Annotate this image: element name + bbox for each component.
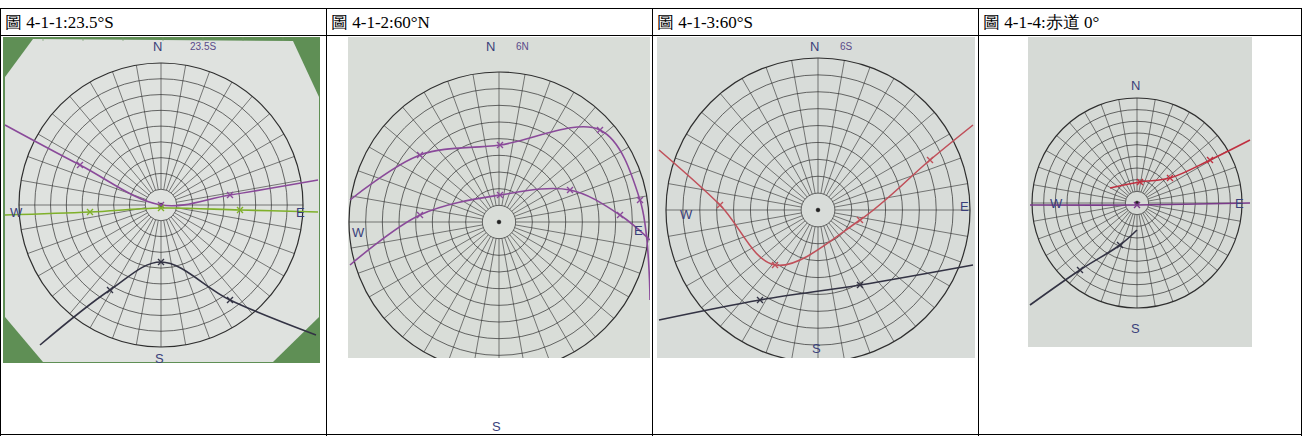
compass-letter: S: [812, 342, 821, 356]
compass-letter: S: [492, 420, 501, 434]
table-grid: [0, 8, 1302, 436]
figure-caption: 圖 4-1-1:23.5°S: [5, 11, 114, 34]
table-header-cell: 圖 4-1-1:23.5°S: [0, 8, 327, 36]
compass-letter: N: [810, 40, 819, 54]
figure-caption: 圖 4-1-2:60°N: [331, 11, 430, 34]
compass-letter: E: [296, 206, 305, 220]
compass-letter: W: [1050, 197, 1062, 211]
polar-chart-photo: [3, 37, 323, 363]
table-header-cell: 圖 4-1-3:60°S: [652, 8, 979, 36]
compass-letter: E: [960, 200, 969, 214]
compass-letter: N: [1131, 79, 1140, 93]
compass-letter: S: [1131, 322, 1140, 336]
compass-letter: W: [352, 226, 364, 240]
compass-letter: W: [680, 208, 692, 222]
figure-caption: 圖 4-1-3:60°S: [657, 11, 753, 34]
compass-letter: E: [634, 224, 643, 238]
figure-caption: 圖 4-1-4:赤道 0°: [983, 11, 1099, 34]
table-header-cell: 圖 4-1-4:赤道 0°: [978, 8, 1302, 36]
compass-letter: W: [10, 206, 22, 220]
handwritten-note: 6N: [516, 40, 529, 54]
handwritten-note: 6S: [840, 40, 852, 54]
polar-chart-photo: [657, 37, 975, 362]
compass-letter: N: [153, 40, 162, 54]
compass-letter: S: [155, 352, 164, 366]
compass-letter: E: [1235, 197, 1244, 211]
polar-chart-photo: [348, 37, 650, 372]
compass-letter: N: [486, 40, 495, 54]
table-header-cell: 圖 4-1-2:60°N: [326, 8, 653, 36]
handwritten-note: 23.5S: [190, 40, 216, 54]
polar-chart-photo: [1028, 37, 1252, 347]
